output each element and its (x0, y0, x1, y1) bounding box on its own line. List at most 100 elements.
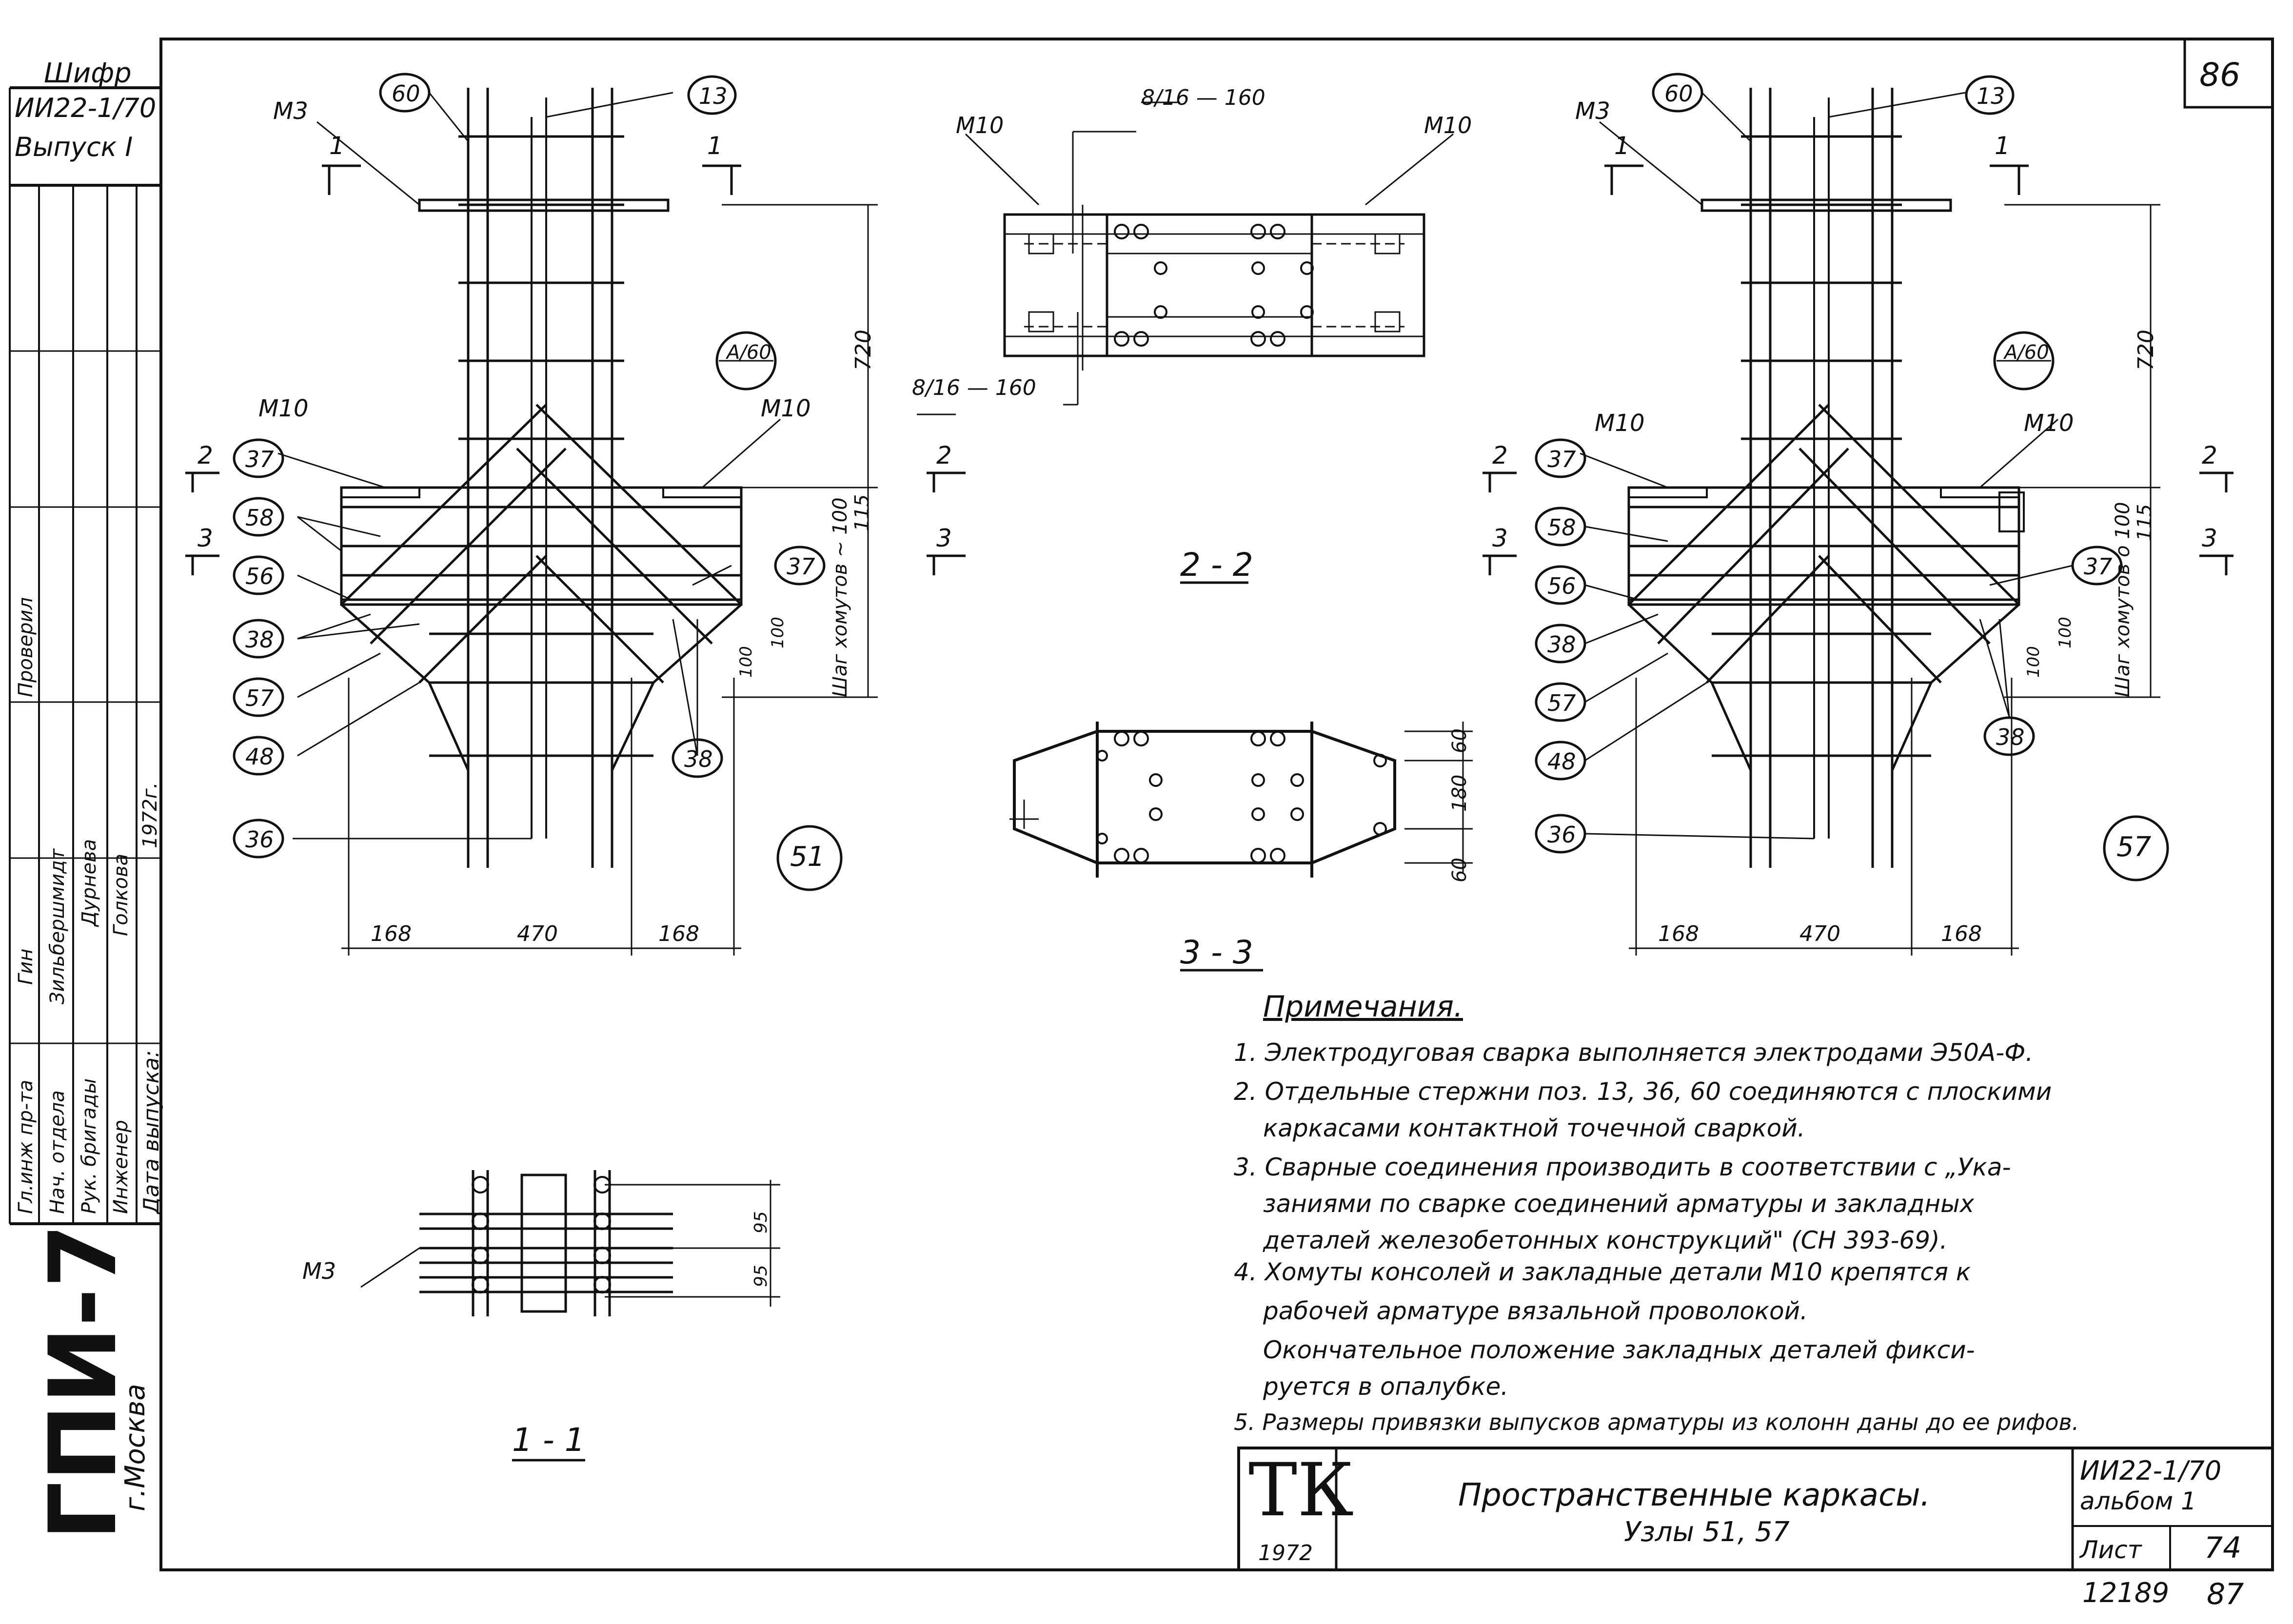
label-m3-s11: М3 (302, 1258, 336, 1284)
pos-37b-label: 37 (787, 553, 815, 580)
note-line-0: 1. Электродуговая сварка выполняется эле… (1234, 1038, 2034, 1067)
pos-36-label: 36 (245, 826, 274, 853)
note-line-3: 3. Сварные соединения производить в соот… (1234, 1153, 2011, 1181)
note-line-6: 4. Хомуты консолей и закладные детали М1… (1234, 1258, 1971, 1286)
stamp-code-label: Шифр (44, 58, 132, 89)
side-year: 1972г. (139, 782, 161, 848)
section-2-2-plan (917, 101, 1454, 575)
section-mark-3-left: 3 (198, 524, 213, 552)
title-block-title: Пространственные каркасы. (1458, 1477, 1930, 1513)
note-line-5: деталей железобетонных конструкций" (СН … (1263, 1226, 1948, 1254)
dim-100b-left: 100 (768, 617, 788, 648)
section-mark-1b-left: 1 (707, 132, 723, 160)
section-mark-2-right: 2 (1492, 441, 1508, 470)
dim-pitch-left: Шаг хомутов ~ 100 (829, 497, 851, 697)
dim-720-left: 720 (851, 330, 876, 371)
pos-58-label: 58 (245, 505, 274, 531)
dim-s22-top: 8/16 — 160 (1141, 85, 1265, 110)
pos-38-label-r: 38 (1547, 631, 1576, 658)
pos-13-label: 13 (699, 83, 728, 109)
side-role-0: Гл.инж пр-та (15, 1079, 37, 1214)
pos-37-label-r: 37 (1547, 446, 1576, 472)
pos-38b-label-r: 38 (1996, 724, 2025, 750)
section-mark-3b-right: 3 (2202, 524, 2217, 552)
note-line-10: 5. Размеры привязки выпусков арматуры из… (1234, 1409, 2079, 1435)
note-line-9: руется в опалубке. (1263, 1372, 1509, 1401)
dim-115-left: 115 (851, 494, 873, 531)
title-block-sheet-number: 74 (2204, 1531, 2242, 1565)
label-m10-s22-b: М10 (1424, 112, 1472, 138)
side-role-2: Рук. бригады (78, 1078, 100, 1214)
dim-pitch-right: Шаг хомутов о 100 (2112, 502, 2134, 697)
dim-168-left-b: 168 (658, 921, 699, 946)
section-mark-2b-right: 2 (2202, 441, 2217, 470)
node-51-number: 51 (790, 841, 825, 873)
section-1-1-plan (360, 1170, 780, 1316)
title-block-logo: ТК (1248, 1448, 1354, 1533)
note-line-8: Окончательное положение закладных детале… (1263, 1336, 1975, 1364)
pos-38-label: 38 (245, 626, 274, 653)
section-3-3-plan (1009, 722, 1473, 878)
dim-470-right: 470 (1799, 921, 1840, 946)
section-mark-2-s22: 2 (936, 441, 952, 470)
dim-100a-right: 100 (2024, 646, 2043, 678)
note-line-4: заниями по сварке соединений арматуры и … (1263, 1190, 1975, 1218)
stamp-code: ИИ22-1/70 (15, 93, 157, 123)
pos-48-label: 48 (245, 744, 274, 770)
section-mark-1a-left: 1 (329, 132, 345, 160)
section-1-1-title: 1 - 1 (512, 1421, 585, 1459)
section-mark-1a-right: 1 (1614, 132, 1630, 160)
label-m10-right-a: М10 (1595, 410, 1645, 437)
pos-37b-label-r: 37 (2084, 553, 2113, 580)
pos-60-label: 60 (392, 80, 420, 107)
side-name-3: Голкова (110, 853, 132, 936)
dim-100b-right: 100 (2056, 617, 2075, 648)
label-m10-left-b: М10 (761, 395, 811, 422)
note-line-7: рабочей арматуре вязальной проволокой. (1263, 1297, 1808, 1325)
dim-s22-bottom: 8/16 — 160 (912, 375, 1036, 400)
side-role-4: Дата выпуска: (139, 1050, 164, 1214)
note-line-1: 2. Отдельные стержни поз. 13, 36, 60 сое… (1234, 1077, 2052, 1106)
node-57-elevation (1483, 88, 2234, 956)
title-block-logo-year: 1972 (1258, 1541, 1313, 1565)
pos-37-label: 37 (245, 446, 274, 472)
side-city: г.Москва (119, 1384, 151, 1511)
pos-56-label: 56 (245, 563, 274, 589)
note-line-2: каркасами контактной точечной сваркой. (1263, 1114, 1805, 1142)
pos-60-label-r: 60 (1664, 80, 1693, 107)
dim-s11-95b: 95 (751, 1265, 771, 1287)
pos-57-label: 57 (245, 685, 274, 711)
section-mark-3-s22: 3 (936, 524, 952, 552)
dim-720-right: 720 (2134, 330, 2158, 371)
label-m10-left-a: М10 (258, 395, 309, 422)
title-block-subtitle: Узлы 51, 57 (1624, 1516, 1790, 1548)
bottom-number-right: 87 (2207, 1577, 2244, 1611)
pos-13-label-r: 13 (1977, 83, 2005, 109)
side-name-2: Дурнева (78, 839, 100, 926)
dim-168-right-a: 168 (1658, 921, 1699, 946)
title-block-album: альбом 1 (2080, 1487, 2196, 1515)
dim-100a-left: 100 (736, 646, 756, 678)
bottom-number-left: 12189 (2082, 1577, 2170, 1609)
dim-470-left: 470 (517, 921, 558, 946)
dim-s33-180: 180 (1448, 774, 1471, 812)
stamp-issue: Выпуск I (15, 132, 133, 162)
label-m3-left: М3 (273, 98, 308, 125)
node-51-elevation (185, 88, 878, 956)
dim-s33-60a: 60 (1448, 728, 1471, 753)
label-m10-s22-a: М10 (956, 112, 1004, 138)
label-m3-right: М3 (1575, 98, 1610, 125)
side-role-1: Нач. отдела (46, 1090, 69, 1214)
side-name-1: Зильбершмидт (46, 848, 69, 1004)
pos-57-label-r: 57 (1547, 690, 1576, 716)
title-block-sheet-label: Лист (2080, 1536, 2142, 1564)
pos-13-circle (687, 75, 737, 115)
pos-48-label-r: 48 (1547, 748, 1576, 775)
sheet-frame (159, 38, 2274, 1571)
pos-60-circle (379, 73, 431, 113)
section-3-3-title: 3 - 3 (1180, 934, 1253, 971)
dim-s11-95a: 95 (751, 1211, 771, 1233)
sheet-corner-number: 86 (2199, 56, 2240, 94)
section-mark-3-right: 3 (1492, 524, 1508, 552)
